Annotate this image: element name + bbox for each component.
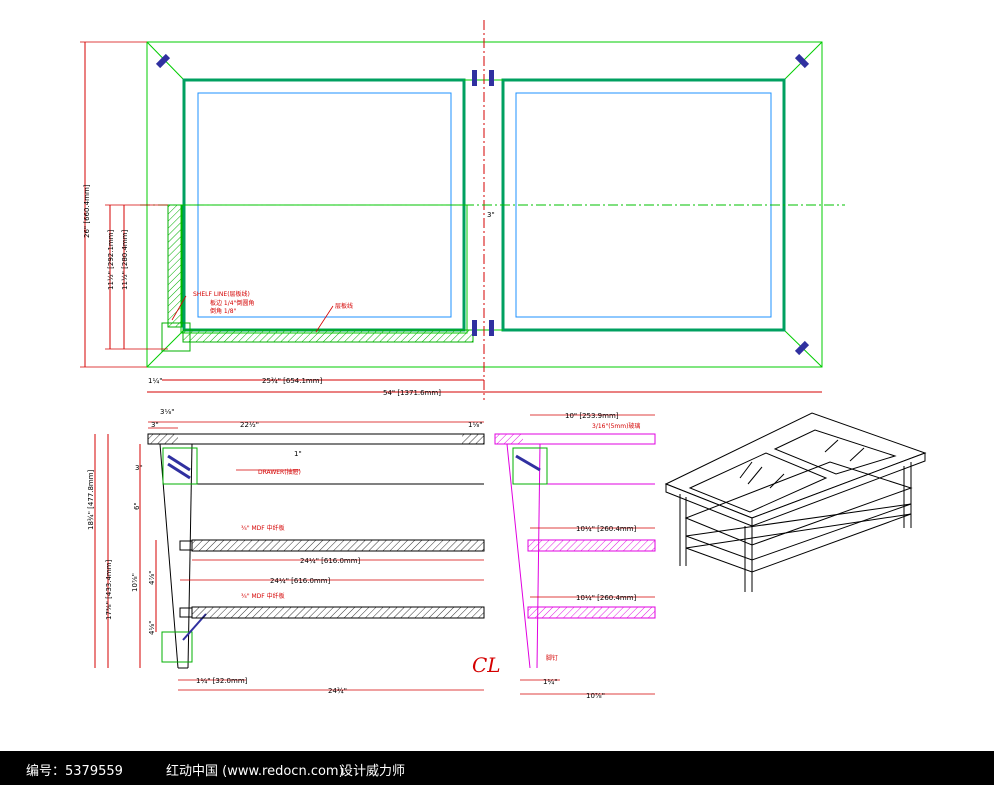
shelf2-note: ¾" MDF 中纤板: [241, 592, 285, 600]
dim-front-3: 3": [151, 421, 159, 429]
side-shelf2-dim: 10¼" [260.4mm]: [576, 594, 637, 602]
side-shelf1-dim: 10¼" [260.4mm]: [576, 525, 637, 533]
footer-site: 红动中国 (www.redocn.com): [166, 764, 344, 779]
side-dim-top: 10" [253.9mm]: [565, 412, 619, 420]
plan-view: 26" [660.4mm] 11½" [292.1mm] 11½" [280.4…: [80, 20, 845, 400]
dim-front-height-b: 17⅜" [433.4mm]: [105, 559, 113, 620]
dim-front-bottom-width: 24¾": [328, 687, 347, 695]
shelf2-dim: 24¼" [616.0mm]: [270, 577, 331, 585]
shelf1-note: ¾" MDF 中纤板: [241, 524, 285, 532]
isometric-table-view: [664, 412, 927, 592]
side-dim-foot: 1¼": [543, 678, 557, 686]
dim-front-foot: 1¼" [32.0mm]: [196, 677, 248, 685]
note-shelf-line: SHELF LINE(层板线): [193, 290, 250, 298]
footer-designer: 设计威力师: [340, 764, 406, 779]
side-dim-bottom: 10⅞": [586, 692, 605, 700]
dim-front-6: 6": [133, 502, 141, 510]
dim-front-height-a: 18¾" [477.8mm]: [87, 469, 95, 530]
dim-front-right-edge: 1⅛": [468, 421, 482, 429]
side-elevation: 10" [253.9mm] 3/16"(5mm)玻璃 10¼" [260.4mm…: [494, 412, 656, 700]
corner-bracket-icon: [155, 53, 810, 356]
dim-plan-inner2: 11½" [280.4mm]: [121, 229, 129, 290]
side-dim-note: 3/16"(5mm)玻璃: [592, 422, 640, 430]
dim-front-drawer: DRAWER(抽屉): [258, 468, 301, 476]
signature-logo: CL: [472, 653, 501, 677]
side-foot-note: 脚钉: [546, 654, 558, 662]
dim-front-3a: 3": [135, 464, 143, 472]
note-edge: 板边 1/4"倒圆角: [210, 299, 254, 307]
dim-plan-half-width: 25¾" [654.1mm]: [262, 377, 323, 385]
dim-front-leg-top: 3⅛": [160, 408, 174, 416]
dim-front-top-width: 22½": [240, 421, 259, 429]
dim-plan-edge: 1¼": [148, 377, 162, 385]
dim-plan-total-width: 54" [1371.6mm]: [383, 389, 441, 397]
front-elevation: 3⅛" 3" 22½" 1⅛" 1" DRAWER(抽屉) 3" 18¾" [4…: [87, 408, 501, 695]
dim-front-4: 4⅞": [148, 571, 156, 585]
dim-front-leg-bottom: 4⅛": [148, 621, 156, 635]
note-red: 层板线: [335, 302, 353, 310]
footer-id-label: 编号：5379559: [26, 764, 123, 779]
cad-drawing-canvas: 26" [660.4mm] 11½" [292.1mm] 11½" [280.4…: [80, 20, 927, 700]
shelf1-dim: 24¼" [616.0mm]: [300, 557, 361, 565]
watermark-footer-bar: 编号：5379559 红动中国 (www.redocn.com) 设计威力师: [0, 751, 994, 785]
note-edge2: 倒角 1/8": [210, 307, 237, 315]
dim-front-mid-a: 10⅞": [131, 573, 139, 592]
dim-plan-height: 26" [660.4mm]: [83, 184, 91, 238]
dim-plan-center-gap: 3": [487, 211, 495, 219]
dim-plan-inner: 11½" [292.1mm]: [107, 229, 115, 290]
dim-front-1: 1": [294, 450, 302, 458]
